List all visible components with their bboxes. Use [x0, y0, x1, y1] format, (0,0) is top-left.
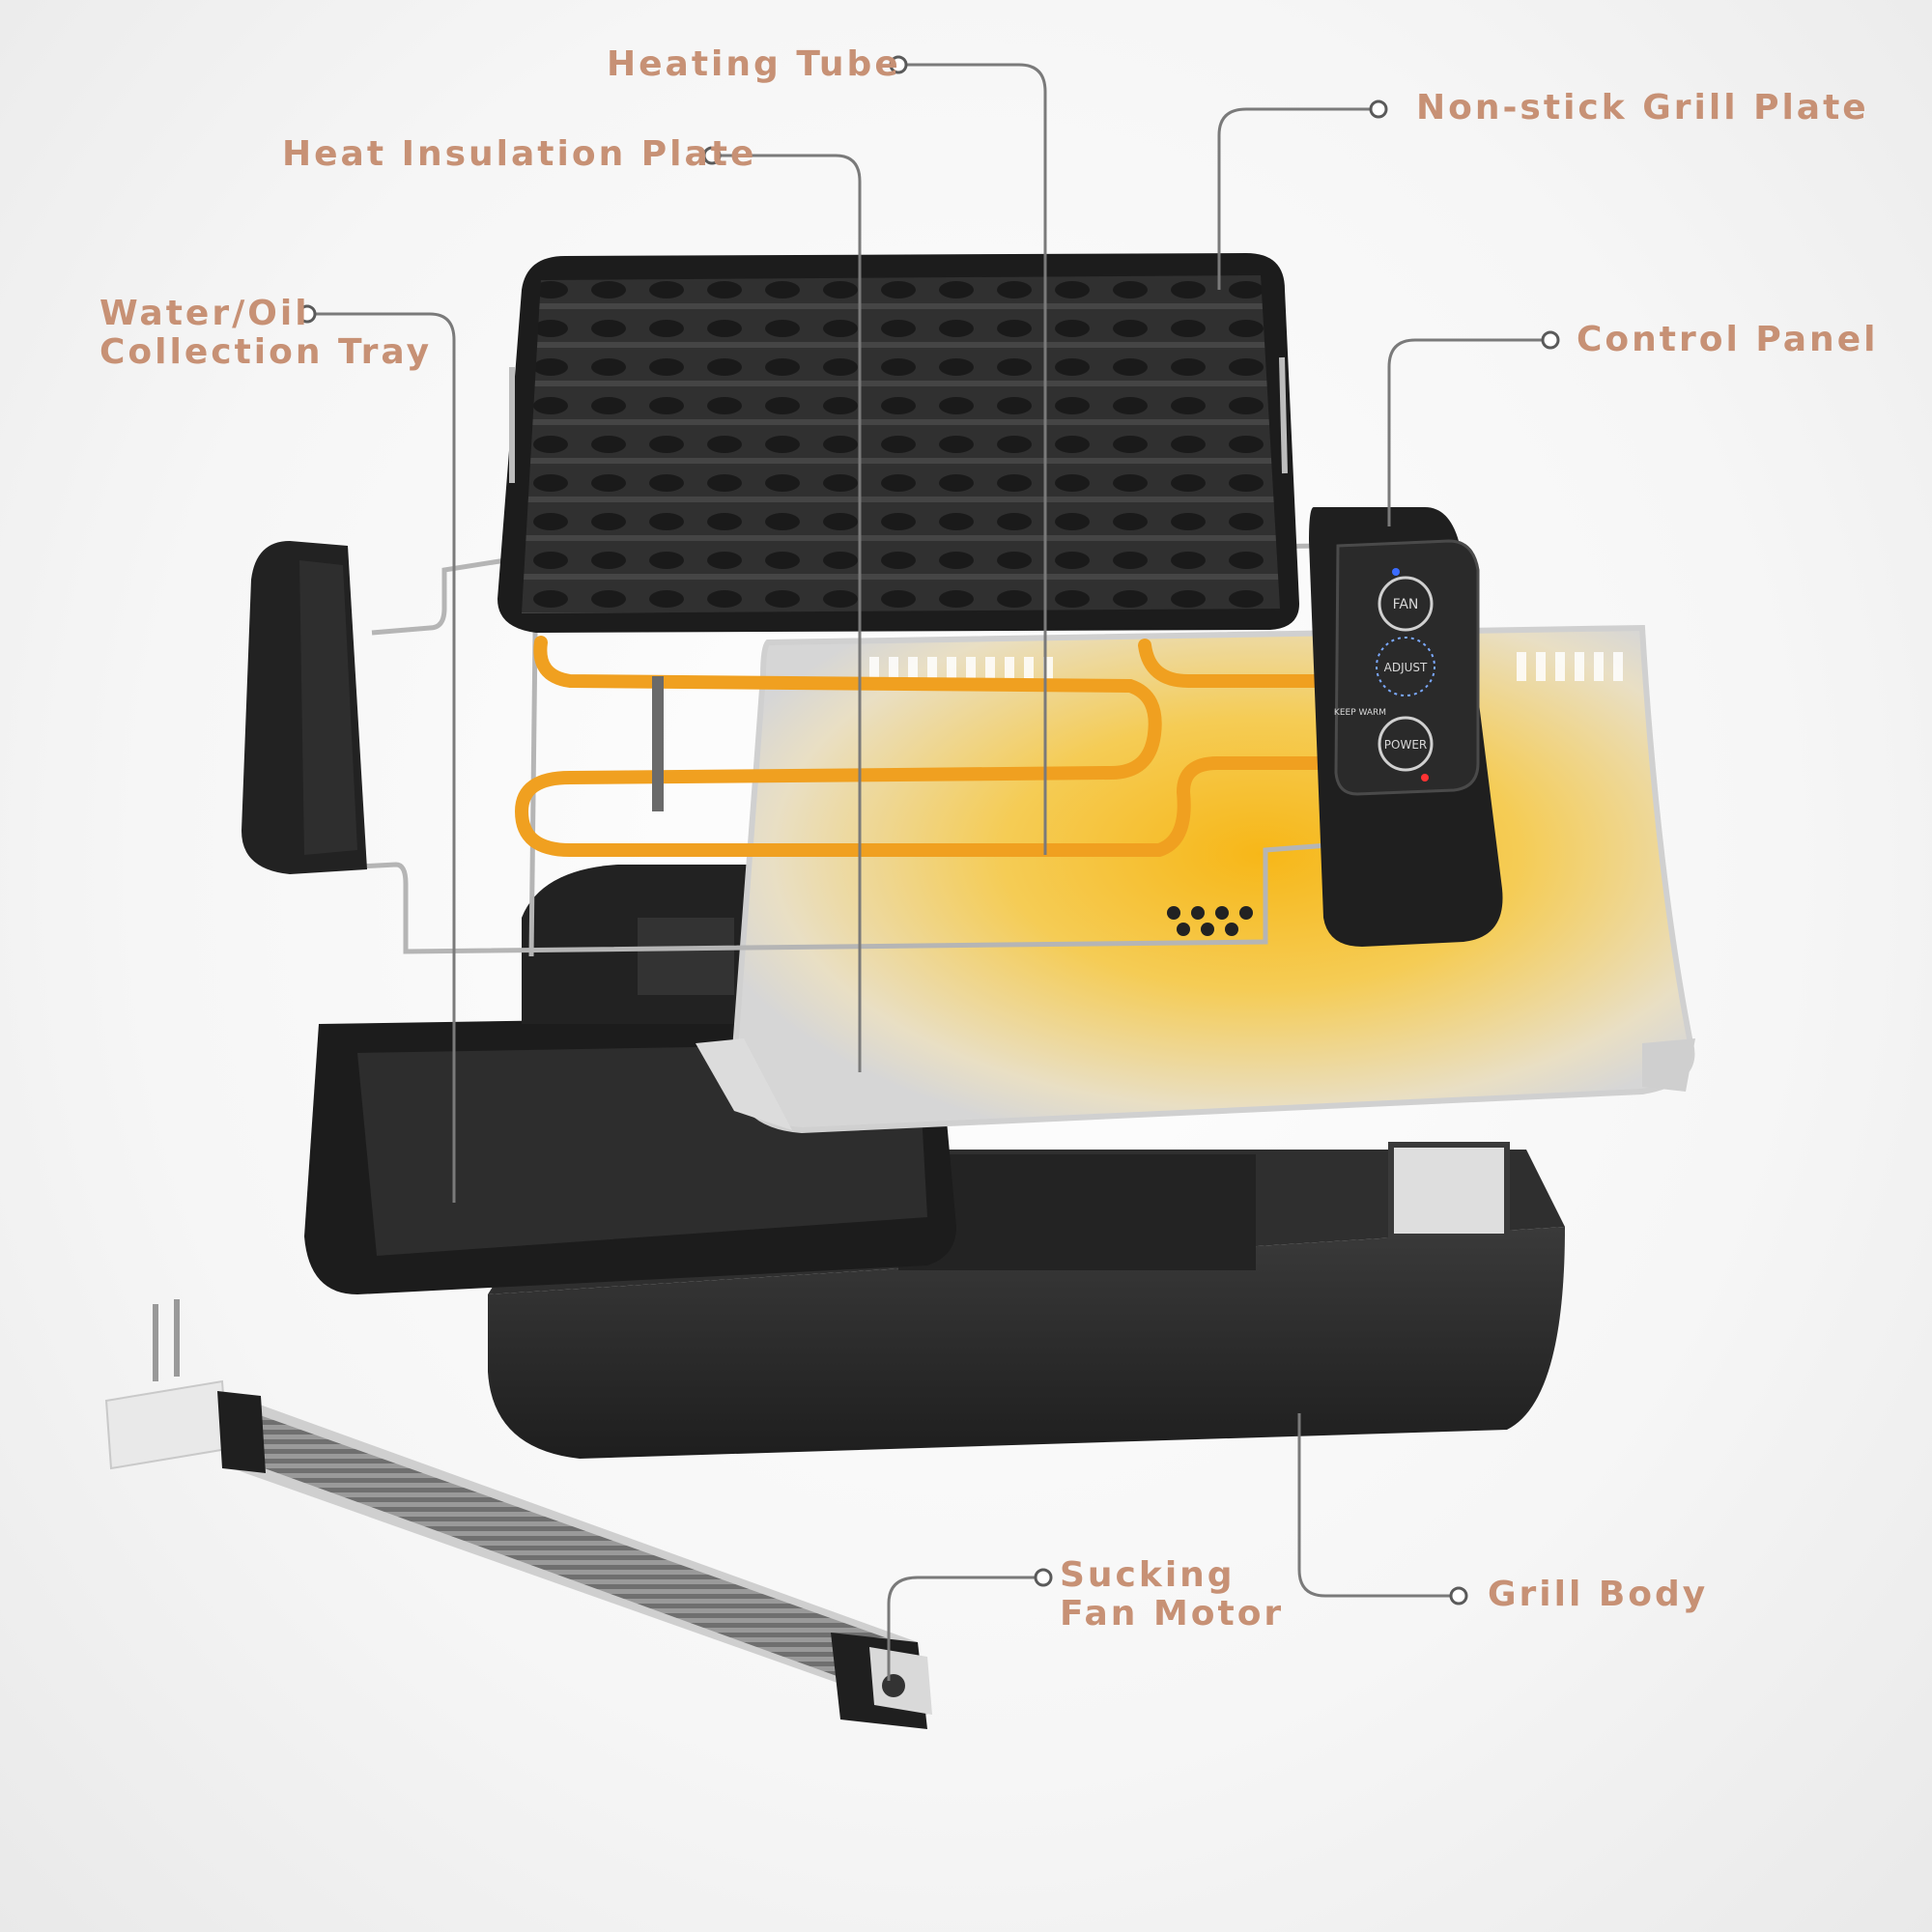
callout-water-oil-collection-tray: Water/Oil Collection Tray — [99, 294, 433, 372]
callout-non-stick-grill-plate: Non-stick Grill Plate — [1416, 88, 1869, 128]
callout-control-panel: Control Panel — [1577, 320, 1879, 359]
callout-heat-insulation-plate: Heat Insulation Plate — [282, 134, 757, 174]
callout-heating-tube: Heating Tube — [607, 44, 901, 84]
leader-lines — [307, 63, 1550, 1681]
fan-housing — [522, 865, 763, 1024]
callout-grill-body: Grill Body — [1488, 1575, 1709, 1614]
grill-handle — [242, 541, 367, 874]
heating-tube — [514, 636, 1325, 857]
sucking-fan-motor — [104, 1299, 932, 1729]
heat-insulation-plate — [696, 624, 1695, 1134]
adjust-label: ADJUST — [1384, 661, 1428, 674]
fan-button-label: FAN — [1393, 597, 1419, 612]
leader-dots — [298, 55, 1560, 1605]
keep-warm-label: KEEP WARM — [1334, 708, 1386, 718]
callout-sucking-fan-motor: Sucking Fan Motor — [1060, 1555, 1285, 1634]
non-stick-grill-plate — [497, 253, 1299, 633]
control-panel: FAN ADJUST POWER KEEP WARM — [1309, 507, 1503, 947]
tube-bracket — [652, 676, 664, 811]
power-button-label: POWER — [1384, 738, 1427, 752]
